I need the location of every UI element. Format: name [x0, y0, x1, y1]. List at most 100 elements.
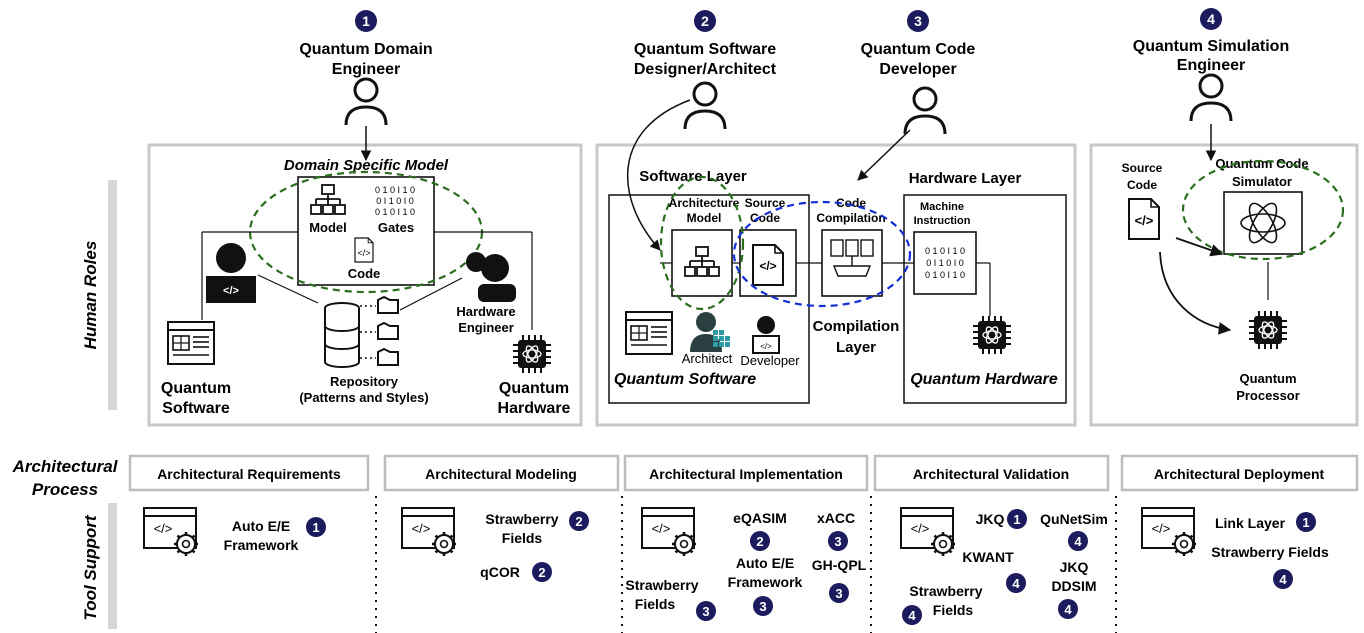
- role-badge-number: 3: [835, 586, 842, 601]
- role-number: 4: [1207, 11, 1215, 27]
- database-icon: [324, 302, 360, 368]
- quantum-chip-icon: [1248, 310, 1288, 350]
- role-quantum-software-architect: 2 Quantum Software Designer/Architect: [634, 10, 777, 131]
- architecture-model-label: Model: [687, 211, 722, 225]
- bits-icon: 0 1 0 I 1 0: [375, 207, 415, 217]
- role-badge-number: 4: [1279, 572, 1287, 587]
- role-badge: [306, 517, 326, 537]
- role-title: Quantum Software: [634, 41, 776, 58]
- bits-icon: 0 I 1 0 I 0: [926, 258, 964, 268]
- machine-instruction-label: Machine: [920, 201, 964, 213]
- arrow: [626, 99, 691, 251]
- role-number: 1: [362, 13, 370, 29]
- simulator-ellipse: [1181, 159, 1345, 261]
- person-icon: [903, 86, 947, 136]
- role-badge-number: 3: [834, 534, 841, 549]
- architecture-model-label: Architecture: [669, 196, 740, 210]
- hardware-layer-box: [903, 194, 1067, 404]
- tool-label: Auto E/E: [736, 555, 794, 571]
- tool-label: JKQ: [1060, 559, 1089, 575]
- tool-label: Strawberry: [625, 577, 698, 593]
- panel-software-architecture: [595, 143, 1077, 427]
- hardware-engineer-icon: [466, 252, 516, 302]
- role-badge-number: 4: [1064, 602, 1072, 617]
- role-title: Developer: [879, 61, 956, 78]
- quantum-hardware-label: Quantum: [499, 380, 569, 397]
- bits-icon: 0 1 0 I 1 0: [375, 185, 415, 195]
- role-badge-number: 1: [1302, 515, 1309, 530]
- model-label: Model: [309, 220, 347, 235]
- human-roles-bar: [108, 180, 117, 410]
- role-badge-number: 4: [908, 608, 916, 623]
- code-tag: </>: [357, 248, 370, 258]
- tool-label: eQASIM: [733, 510, 787, 526]
- tool-support-bar: [108, 503, 117, 629]
- quantum-software-label: Quantum Software: [614, 371, 756, 388]
- code-label: Code: [348, 266, 381, 281]
- role-title: Engineer: [332, 61, 400, 78]
- tool-label: Fields: [502, 530, 543, 546]
- architectural-process-label-2: Process: [32, 480, 98, 499]
- quantum-chip-icon: [972, 315, 1012, 355]
- simulator-box: [1223, 191, 1303, 255]
- programmer-icon: [206, 243, 256, 303]
- role-badge: [355, 10, 377, 32]
- role-quantum-domain-engineer: 1 Quantum Domain Engineer: [299, 10, 433, 127]
- compilation-icon: [830, 239, 874, 277]
- role-badge-number: 4: [1012, 576, 1020, 591]
- connectors: [660, 262, 991, 316]
- process-deployment-box: [1120, 454, 1359, 492]
- tool-label: Strawberry: [909, 583, 982, 599]
- arrow: [1175, 237, 1224, 257]
- source-code-label: Code: [1127, 178, 1157, 192]
- tool-label: DDSIM: [1051, 578, 1096, 594]
- architect-label: Architect: [682, 351, 733, 366]
- code-compilation-label: Code: [836, 196, 866, 210]
- panel-domain: [147, 143, 583, 427]
- role-badge-number: 2: [756, 534, 763, 549]
- tool-label: Fields: [933, 602, 974, 618]
- role-badge-number: 3: [702, 604, 709, 619]
- code-tag: </>: [1135, 213, 1154, 228]
- quantum-processor-label: Quantum: [1239, 371, 1296, 386]
- tool-label: Framework: [224, 537, 299, 553]
- source-code-label: Source: [1122, 161, 1163, 175]
- simulator-label: Simulator: [1232, 174, 1292, 189]
- quantum-hardware-label: Quantum Hardware: [910, 371, 1058, 388]
- code-tag: </>: [154, 521, 173, 536]
- dsm-box: [297, 176, 435, 286]
- folder-links: [360, 305, 376, 359]
- role-number: 3: [914, 13, 922, 29]
- developer-icon: [752, 316, 780, 354]
- tool-label: Link Layer: [1215, 515, 1286, 531]
- hardware-engineer-label: Hardware: [456, 304, 515, 319]
- role-badge-number: 4: [1074, 534, 1082, 549]
- architecture-ellipse: [659, 175, 745, 311]
- role-title: Designer/Architect: [634, 61, 777, 78]
- source-code-label: Code: [750, 211, 780, 225]
- panel-simulation: [1089, 143, 1359, 427]
- role-title: Engineer: [1177, 57, 1245, 74]
- process-requirements-box: [128, 454, 370, 492]
- connector: [257, 274, 319, 304]
- quantum-hardware-label: Hardware: [498, 400, 571, 417]
- person-icon: [344, 77, 388, 127]
- source-code-label: Source: [745, 196, 786, 210]
- developer-label: Developer: [740, 353, 800, 368]
- tool-label: Fields: [635, 596, 676, 612]
- process-modeling-box: [383, 454, 620, 492]
- role-number: 2: [701, 13, 709, 29]
- code-tag: </>: [652, 521, 671, 536]
- tool-label: GH-QPL: [812, 557, 867, 573]
- software-window-icon: [625, 311, 673, 355]
- software-window-icon: [167, 321, 215, 365]
- machine-instruction-label: Instruction: [914, 215, 971, 227]
- process-step: Architectural Validation: [913, 466, 1069, 482]
- arrow: [1159, 251, 1232, 335]
- process-step: Architectural Deployment: [1154, 466, 1325, 482]
- code-tag: </>: [911, 521, 930, 536]
- bits-icon: 0 1 0 I 1 0: [925, 270, 965, 280]
- arrow: [857, 129, 911, 181]
